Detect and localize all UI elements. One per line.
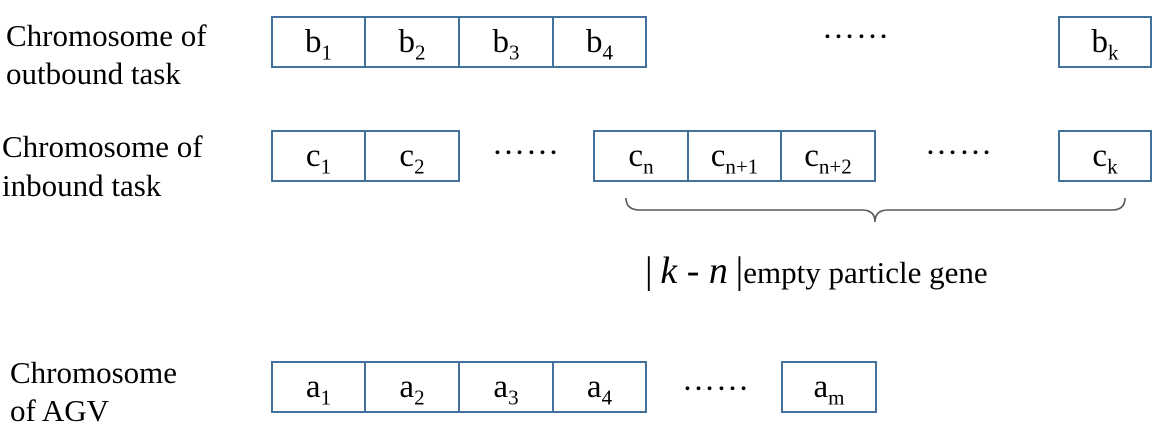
outbound-ellipsis: …… xyxy=(822,10,890,46)
outbound-label-line2: outbound task xyxy=(6,56,181,91)
inbound-gene: cn+2 xyxy=(780,130,876,182)
expr-minus: - xyxy=(677,250,709,292)
outbound-gene: b2 xyxy=(364,16,460,68)
abs-bar-close: | xyxy=(735,250,744,292)
inbound-gene: cn+1 xyxy=(687,130,782,182)
abs-bar-open: | xyxy=(645,250,653,292)
agv-gene: am xyxy=(781,361,877,413)
agv-label-line1: Chromosome xyxy=(10,355,178,390)
outbound-gene: bk xyxy=(1058,16,1152,68)
outbound-gene: b1 xyxy=(271,16,366,68)
outbound-gene: b3 xyxy=(458,16,554,68)
expr-n: n xyxy=(708,250,728,292)
agv-label-line2: of AGV xyxy=(10,393,110,428)
inbound-label-line2: inbound task xyxy=(2,168,162,203)
agv-ellipsis: …… xyxy=(682,362,750,398)
inbound-gene: c2 xyxy=(364,130,460,182)
empty-gene-text: empty particle gene xyxy=(743,255,988,290)
agv-gene: a3 xyxy=(458,361,554,413)
inbound-ellipsis: …… xyxy=(925,126,993,162)
inbound-gene: c1 xyxy=(271,130,366,182)
inbound-ellipsis: …… xyxy=(492,126,560,162)
outbound-gene: b4 xyxy=(552,16,647,68)
agv-gene: a4 xyxy=(552,361,647,413)
inbound-gene: ck xyxy=(1058,130,1152,182)
outbound-label-line1: Chromosome of xyxy=(6,18,207,53)
inbound-gene: cn xyxy=(593,130,689,182)
empty-gene-note: | k - n |empty particle gene xyxy=(645,251,988,293)
inbound-label-line1: Chromosome of xyxy=(2,129,203,164)
expr-k: k xyxy=(660,250,678,292)
agv-gene: a1 xyxy=(271,361,366,413)
agv-gene: a2 xyxy=(364,361,460,413)
